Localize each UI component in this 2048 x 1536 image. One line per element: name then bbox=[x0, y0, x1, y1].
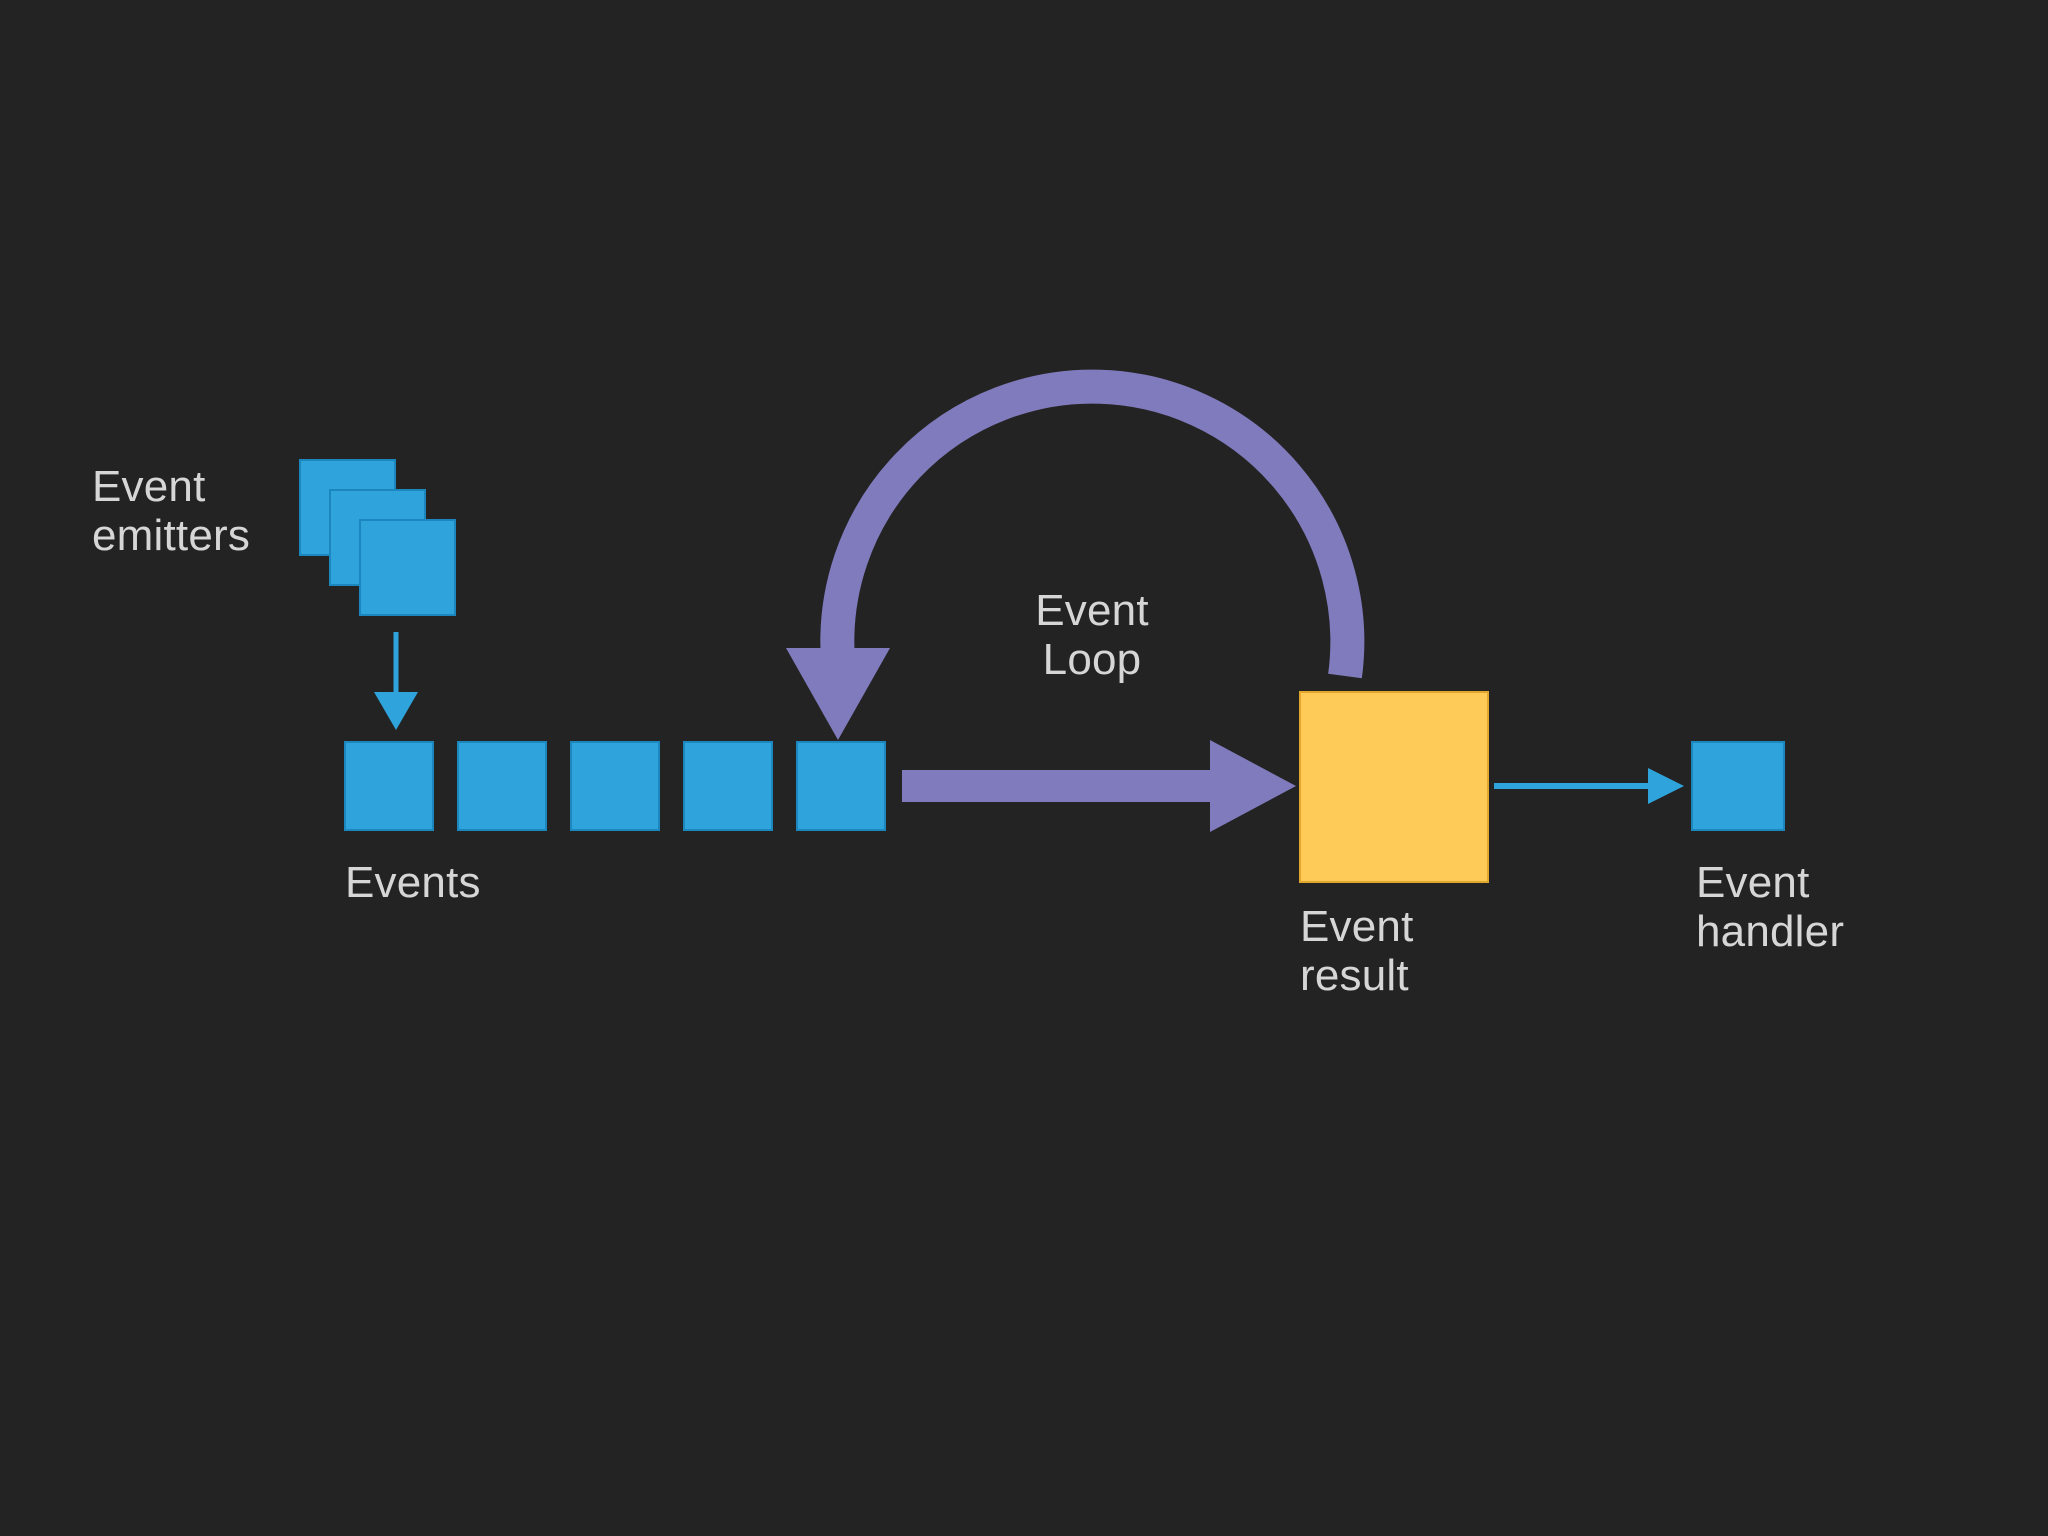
event-square-4 bbox=[683, 741, 773, 831]
event-queue-squares[interactable] bbox=[344, 741, 886, 831]
event-square-3 bbox=[570, 741, 660, 831]
emitters-to-queue-arrow bbox=[374, 632, 418, 730]
event-loop-label: Event Loop bbox=[1035, 586, 1149, 685]
event-square-2 bbox=[457, 741, 547, 831]
emitter-square-front bbox=[359, 519, 456, 616]
event-result-label: Event result bbox=[1300, 902, 1414, 1001]
queue-to-result-arrow bbox=[902, 740, 1296, 832]
events-label: Events bbox=[345, 858, 481, 907]
event-emitters-stack[interactable] bbox=[299, 459, 456, 616]
event-handler-label: Event handler bbox=[1696, 858, 1845, 957]
event-loop-arc-arrow bbox=[786, 369, 1365, 740]
event-handler-box[interactable] bbox=[1691, 741, 1785, 831]
result-to-handler-arrow bbox=[1494, 768, 1684, 804]
event-result-box[interactable] bbox=[1299, 691, 1489, 883]
event-emitters-label: Event emitters bbox=[92, 462, 251, 561]
event-square-5 bbox=[796, 741, 886, 831]
event-square-1 bbox=[344, 741, 434, 831]
